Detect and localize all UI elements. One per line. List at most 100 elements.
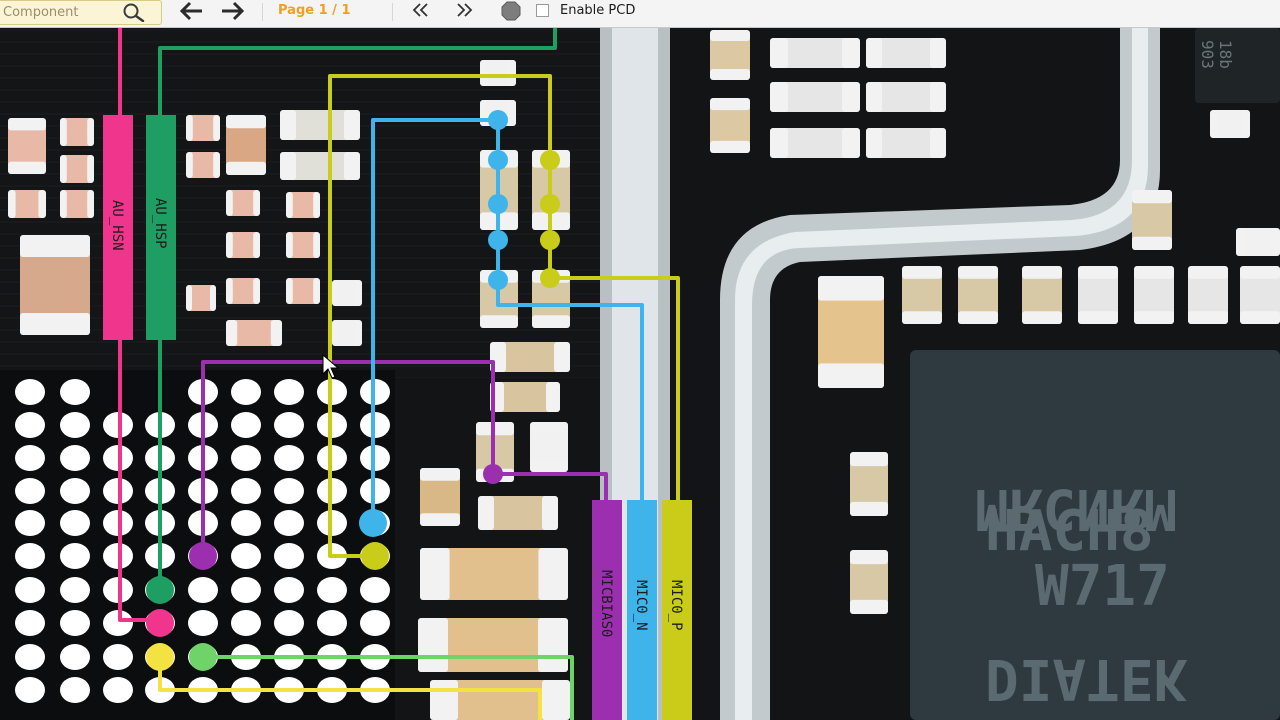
smd-pad <box>280 110 296 140</box>
smd-component <box>60 118 94 146</box>
dot-mic0-n-cap[interactable] <box>488 194 508 214</box>
bga-ball <box>317 577 347 603</box>
next-page-button[interactable] <box>452 0 478 24</box>
smd-pad <box>286 232 293 258</box>
smd-component <box>226 190 260 216</box>
bga-ball <box>231 379 261 405</box>
forward-button[interactable] <box>218 0 248 24</box>
net-label-au-hsp-bar[interactable] <box>146 115 176 340</box>
smd-pad <box>1188 311 1228 324</box>
smd-pad <box>226 190 233 216</box>
net-label-au-hsn-bar[interactable] <box>103 115 133 340</box>
toolbar-separator <box>392 3 393 21</box>
smd-pad <box>1132 236 1172 250</box>
dot-micbias0-cap[interactable] <box>483 464 503 484</box>
previous-page-button[interactable] <box>408 0 434 24</box>
trace-mic0-p[interactable] <box>328 74 680 558</box>
smd-component <box>1188 266 1228 324</box>
back-button[interactable] <box>176 0 206 24</box>
smd-pad <box>60 155 67 183</box>
smd-pad <box>226 278 233 304</box>
smd-pad <box>344 110 360 140</box>
chip-marking-line-4: DIATEK <box>985 646 1188 711</box>
search-button[interactable] <box>117 2 153 23</box>
dot-au-hsn[interactable] <box>146 609 174 637</box>
dot-mic0-n-cap[interactable] <box>488 110 508 130</box>
dot-mic0-n-cap[interactable] <box>488 230 508 250</box>
smd-pad <box>253 278 260 304</box>
pcb-board-view[interactable]: MRCNRM HACH8 W717 DIATEK 18b 903 <box>0 28 1280 720</box>
bga-ball <box>60 510 90 536</box>
chip-marking-line-3: W717 <box>1035 554 1170 619</box>
smd-component <box>850 452 888 516</box>
net-label-mic0-p-bar[interactable] <box>662 500 692 720</box>
smd-pad <box>532 315 570 328</box>
stop-button[interactable] <box>498 0 524 24</box>
smd-pad <box>866 38 882 68</box>
dot-mic0-p-cap[interactable] <box>540 230 560 250</box>
bga-ball <box>274 478 304 504</box>
smd-pad <box>902 266 942 279</box>
smd-pad <box>850 599 888 614</box>
trace-green-light[interactable] <box>203 655 574 720</box>
dot-mic0-p-cap[interactable] <box>540 150 560 170</box>
trace-micbias0[interactable] <box>201 360 608 556</box>
smd-pad <box>930 82 946 112</box>
smd-pad <box>87 155 94 183</box>
smd-component <box>530 422 568 472</box>
chip-marking-line-2: HACH8 <box>985 499 1154 564</box>
smd-component <box>770 38 860 68</box>
smd-pad <box>313 232 320 258</box>
dot-mic0-p-cap[interactable] <box>540 194 560 214</box>
smd-pad <box>8 118 46 131</box>
bga-ball <box>274 412 304 438</box>
component-search-input[interactable] <box>1 3 113 21</box>
soc-chip-marking: MRCNRM HACH8 W717 DIATEK <box>975 476 1188 711</box>
net-label-mic0-p: MIC0_P <box>668 580 684 631</box>
smd-pad <box>87 190 94 218</box>
bga-ball <box>103 644 133 670</box>
dot-green-light[interactable] <box>189 643 217 671</box>
smd-component <box>710 98 750 153</box>
smd-pad <box>818 276 884 301</box>
smd-component <box>226 232 260 258</box>
net-label-mic0-n-bar[interactable] <box>627 500 657 720</box>
smd-pad <box>508 100 516 126</box>
smd-component <box>1240 266 1280 324</box>
smd-pad <box>1022 266 1062 279</box>
bga-ball <box>274 445 304 471</box>
dot-mic0-n-cap[interactable] <box>488 270 508 290</box>
bga-ball <box>231 510 261 536</box>
smd-pad <box>8 190 16 218</box>
smd-component <box>332 320 362 346</box>
smd-component <box>1236 228 1280 256</box>
smd-pad <box>226 232 233 258</box>
bga-ball <box>15 510 45 536</box>
mouse-cursor <box>322 353 340 379</box>
dot-mic0-n-cap[interactable] <box>488 150 508 170</box>
dot-mic0-p-cap[interactable] <box>540 268 560 288</box>
dot-mic0-p[interactable] <box>361 542 389 570</box>
smd-pad <box>420 548 450 600</box>
dot-au-hsp[interactable] <box>146 576 174 604</box>
smd-pad <box>1132 190 1172 204</box>
smd-pad <box>356 280 362 306</box>
smd-component <box>850 550 888 614</box>
smd-pad <box>38 190 46 218</box>
smd-pad <box>850 550 888 565</box>
bga-ball <box>231 445 261 471</box>
dot-yellow[interactable] <box>146 643 174 671</box>
smd-component <box>226 320 282 346</box>
smd-pad <box>818 363 884 388</box>
net-label-micbias0-bar[interactable] <box>592 500 622 720</box>
smd-pad <box>286 278 293 304</box>
enable-pcd-label: Enable PCD <box>560 3 636 18</box>
smd-component <box>710 30 750 80</box>
dot-mic0-n[interactable] <box>359 509 387 537</box>
trace-yellow[interactable] <box>158 657 542 720</box>
dot-micbias0[interactable] <box>189 542 217 570</box>
bga-ball <box>360 577 390 603</box>
enable-pcd-checkbox[interactable] <box>536 4 549 17</box>
bga-ball <box>103 610 133 636</box>
smd-component <box>1132 190 1172 250</box>
